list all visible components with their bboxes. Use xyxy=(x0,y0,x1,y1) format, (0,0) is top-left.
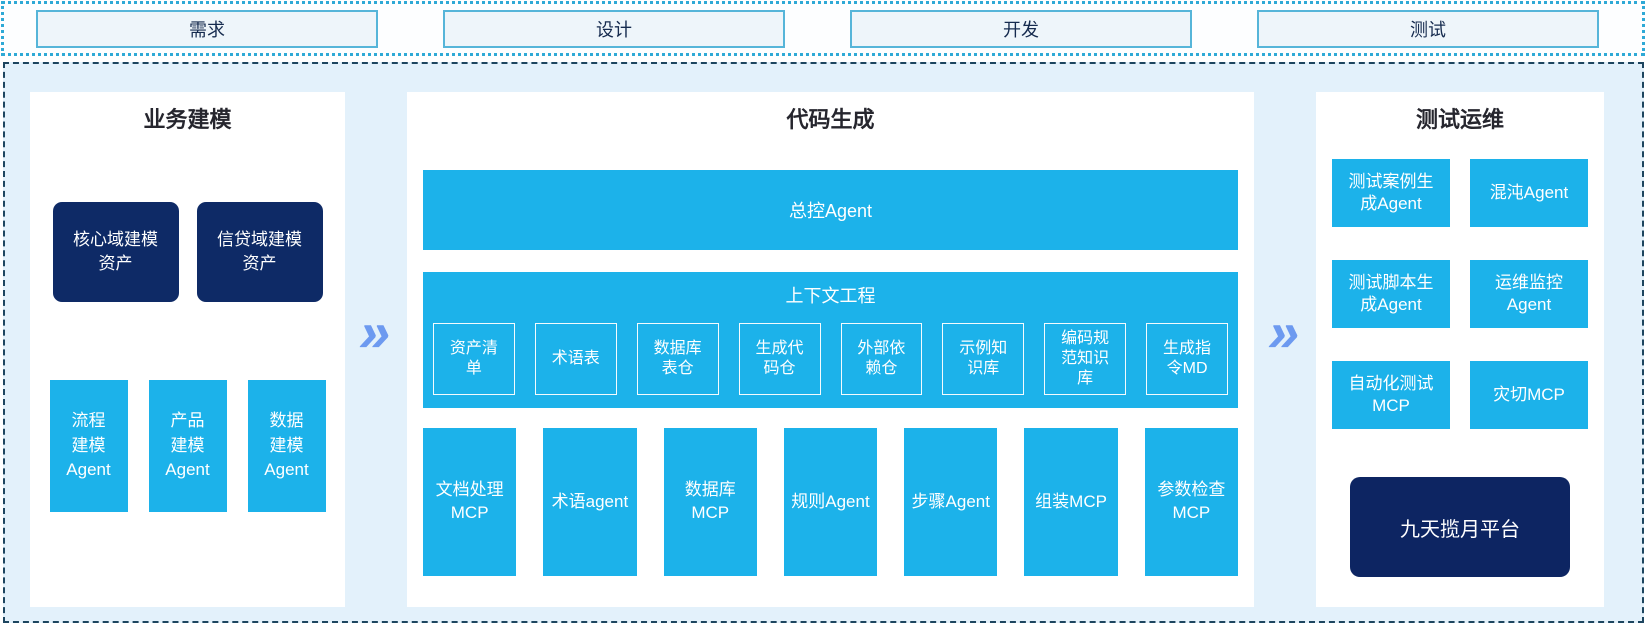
phase-box-development: 开发 xyxy=(850,10,1192,48)
asset-box-core-domain: 核心域建模 资产 xyxy=(52,202,179,302)
phase-bar: 需求 设计 开发 测试 xyxy=(1,1,1645,56)
double-chevron-icon: » xyxy=(354,300,399,363)
phase-label: 开发 xyxy=(1003,20,1039,40)
flow-arrow-column-2: » xyxy=(1254,92,1316,607)
phase-box-design: 设计 xyxy=(443,10,785,48)
phase-label: 需求 xyxy=(189,20,225,40)
panel-title-business-modeling: 业务建模 xyxy=(143,107,232,132)
context-item-example-kb: 示例知 识库 xyxy=(942,323,1025,395)
context-item-asset-list: 资产清 单 xyxy=(433,323,515,395)
box-doc-processing-mcp: 文档处理 MCP xyxy=(423,428,517,576)
box-ops-monitoring-agent: 运维监控 Agent xyxy=(1470,260,1588,328)
phase-box-testing: 测试 xyxy=(1257,10,1599,48)
context-engineering-title: 上下文工程 xyxy=(785,286,876,306)
context-item-generation-instruction-md: 生成指 令MD xyxy=(1146,323,1228,395)
context-item-generated-code-repo: 生成代 码仓 xyxy=(738,323,821,395)
phase-box-requirements: 需求 xyxy=(36,10,378,48)
double-chevron-icon: » xyxy=(1263,300,1308,363)
box-assembly-mcp: 组装MCP xyxy=(1024,428,1118,576)
panel-title-code-generation: 代码生成 xyxy=(786,107,875,132)
modeling-agents-row: 流程 建模 Agent 产品 建模 Agent 数据 建模 Agent xyxy=(30,380,345,512)
box-rule-agent: 规则Agent xyxy=(783,428,878,576)
box-chaos-agent: 混沌Agent xyxy=(1470,159,1588,227)
box-test-case-gen-agent: 测试案例生 成Agent xyxy=(1332,159,1450,227)
context-item-glossary: 术语表 xyxy=(534,323,617,395)
box-disaster-switch-mcp: 灾切MCP xyxy=(1470,361,1588,429)
context-items-row: 资产清 单 术语表 数据库 表仓 生成代 码仓 外部依 赖仓 示例知 识库 编码… xyxy=(433,323,1228,395)
box-jiutian-lanyue-platform: 九天揽月平台 xyxy=(1350,477,1570,577)
master-control-agent-bar: 总控Agent xyxy=(423,170,1238,250)
agent-box-process-modeling: 流程 建模 Agent xyxy=(49,380,128,512)
box-step-agent: 步骤Agent xyxy=(904,428,998,576)
phase-label: 测试 xyxy=(1410,20,1446,40)
panel-title-test-ops: 测试运维 xyxy=(1415,107,1504,132)
box-database-mcp: 数据库 MCP xyxy=(663,428,757,576)
panel-test-ops: 测试运维 测试案例生 成Agent 混沌Agent 测试脚本生 成Agent 运… xyxy=(1316,92,1604,607)
box-glossary-agent: 术语agent xyxy=(543,428,637,576)
context-item-db-table-repo: 数据库 表仓 xyxy=(636,323,719,395)
context-engineering-block: 上下文工程 资产清 单 术语表 数据库 表仓 生成代 码仓 外部依 赖仓 示例知… xyxy=(423,272,1238,408)
agent-box-product-modeling: 产品 建模 Agent xyxy=(148,380,227,512)
panel-code-generation: 代码生成 总控Agent 上下文工程 资产清 单 术语表 数据库 表仓 生成代 … xyxy=(407,92,1254,607)
context-item-external-deps-repo: 外部依 赖仓 xyxy=(840,323,923,395)
asset-box-credit-domain: 信贷域建模 资产 xyxy=(196,202,323,302)
panel-business-modeling: 业务建模 核心域建模 资产 信贷域建模 资产 流程 建模 Agent 产品 建模… xyxy=(30,92,345,607)
box-test-script-gen-agent: 测试脚本生 成Agent xyxy=(1332,260,1450,328)
context-item-coding-standard-kb: 编码规 范知识 库 xyxy=(1044,323,1127,395)
flow-arrow-column-1: » xyxy=(345,92,407,607)
phase-label: 设计 xyxy=(596,20,632,40)
modeling-assets-row: 核心域建模 资产 信贷域建模 资产 xyxy=(30,202,345,302)
main-container: 业务建模 核心域建模 资产 信贷域建模 资产 流程 建模 Agent 产品 建模… xyxy=(3,62,1644,623)
box-automated-test-mcp: 自动化测试 MCP xyxy=(1332,361,1450,429)
test-ops-grid: 测试案例生 成Agent 混沌Agent 测试脚本生 成Agent 运维监控 A… xyxy=(1332,159,1588,429)
box-param-check-mcp: 参数检查 MCP xyxy=(1144,428,1238,576)
mcp-agents-row: 文档处理 MCP 术语agent 数据库 MCP 规则Agent 步骤Agent… xyxy=(423,428,1238,576)
agent-box-data-modeling: 数据 建模 Agent xyxy=(247,380,326,512)
